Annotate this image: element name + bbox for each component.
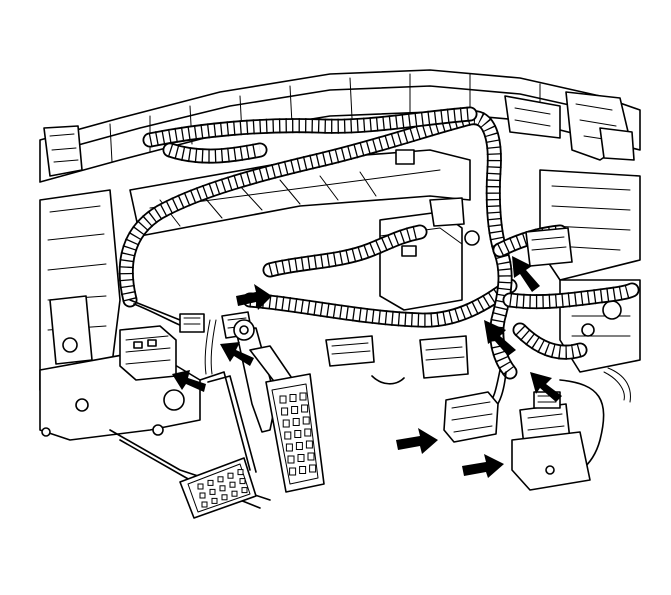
connector-center-b bbox=[419, 335, 469, 379]
accelerator-pad-grip-hole bbox=[237, 469, 244, 476]
accelerator-pad-grip-hole bbox=[231, 490, 238, 497]
accelerator-pad-grip-hole bbox=[201, 501, 208, 508]
accelerator-pad-grip-hole bbox=[211, 497, 218, 504]
brake-pad-grip-hole bbox=[282, 419, 290, 428]
accelerator-pad-grip-hole bbox=[221, 494, 228, 501]
black-arrow-icon bbox=[512, 256, 540, 292]
black-arrow-icon bbox=[236, 284, 272, 310]
brake-pad-grip-hole bbox=[292, 418, 300, 426]
accelerator-pad-grip-hole bbox=[227, 472, 234, 479]
callout-arrows bbox=[172, 256, 562, 478]
accelerator-pedal-pad bbox=[179, 457, 257, 519]
brake-pad-grip-hole bbox=[301, 404, 309, 413]
brake-pad-grip-hole bbox=[284, 431, 292, 440]
pedal-pad-holes bbox=[197, 392, 317, 508]
accelerator-pad-grip-hole bbox=[199, 492, 206, 499]
brake-pad-grip-hole bbox=[294, 430, 302, 438]
accelerator-pad-grip-hole bbox=[207, 479, 214, 486]
brake-pad-grip-hole bbox=[281, 407, 289, 416]
brake-pad-grip-hole bbox=[285, 443, 293, 452]
brake-pad-grip-hole bbox=[289, 467, 297, 476]
brake-pad-grip-hole bbox=[279, 395, 287, 404]
brake-pad-grip-hole bbox=[287, 455, 295, 464]
connectors bbox=[119, 227, 591, 491]
black-arrow-icon bbox=[484, 320, 516, 356]
brake-pad-grip-hole bbox=[307, 452, 315, 461]
black-arrow-icon bbox=[530, 372, 562, 402]
accelerator-pad-grip-hole bbox=[229, 481, 236, 488]
accelerator-pad-grip-hole bbox=[197, 483, 204, 490]
black-arrow-icon bbox=[396, 428, 438, 454]
black-arrow-icon bbox=[172, 370, 206, 392]
connector-left bbox=[119, 325, 177, 381]
brake-pad-grip-hole bbox=[291, 406, 299, 414]
brake-pad-grip-hole bbox=[309, 464, 317, 473]
brake-pad-grip-hole bbox=[297, 454, 305, 462]
accelerator-pad-grip-hole bbox=[217, 476, 224, 483]
brake-pad-grip-hole bbox=[289, 394, 297, 402]
brake-pad-grip-hole bbox=[305, 440, 313, 449]
accelerator-pad-grip-hole bbox=[219, 485, 226, 492]
wiring-harness bbox=[118, 106, 640, 481]
brake-pad-grip-hole bbox=[299, 466, 307, 474]
accelerator-pad-grip-hole bbox=[241, 487, 248, 494]
brake-pad-grip-hole bbox=[302, 416, 310, 425]
brake-pad-grip-hole bbox=[304, 428, 312, 437]
brake-pad-grip-hole bbox=[299, 392, 307, 401]
brake-pad-grip-hole bbox=[295, 442, 303, 450]
black-arrow-icon bbox=[220, 342, 254, 366]
black-arrow-icon bbox=[462, 454, 504, 478]
accelerator-pad-grip-hole bbox=[209, 488, 216, 495]
accelerator-pad-grip-hole bbox=[239, 478, 246, 485]
